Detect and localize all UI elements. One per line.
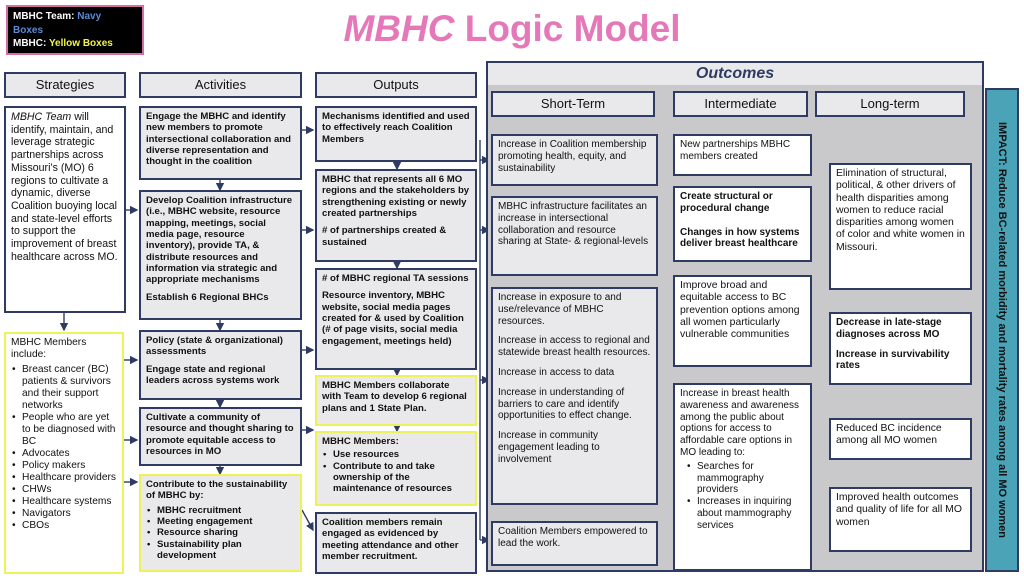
activity-engage-box: Engage the MBHC and identify new members… (139, 106, 302, 180)
long-term-disparities-box: Elimination of structural, political, & … (829, 163, 972, 290)
sustainability-list: MBHC recruitment Meeting engagement Reso… (146, 505, 295, 562)
output-mechanisms-box: Mechanisms identified and used to effect… (315, 106, 477, 162)
list-item: Healthcare systems (11, 496, 117, 508)
list-item: Contribute to and take ownership of the … (322, 461, 470, 495)
short-term-infrastructure-box: MBHC infrastructure facilitates an incre… (491, 196, 658, 276)
intermediate-awareness-box: Increase in breast health awareness and … (673, 383, 812, 571)
members-list: Breast cancer (BC) patients & survivors … (11, 364, 117, 532)
header-outputs: Outputs (315, 72, 477, 98)
output-collaborate-box: MBHC Members collaborate with Team to de… (315, 375, 477, 426)
strategy-team-box: MBHC Team will identify, maintain, and l… (4, 106, 126, 313)
list-item: CBOs (11, 520, 117, 532)
awareness-list: Searches for mammography providers Incre… (680, 461, 805, 532)
long-term-incidence-box: Reduced BC incidence among all MO women (829, 418, 972, 460)
list-item: Navigators (11, 508, 117, 520)
list-item: Meeting engagement (146, 516, 295, 528)
list-item: Resource sharing (146, 527, 295, 539)
legend: MBHC Team: Navy Boxes MBHC: Yellow Boxes (6, 5, 144, 55)
intermediate-access-box: Improve broad and equitable access to BC… (673, 275, 812, 367)
impact-text: IMPACT: Reduce BC-related morbidity and … (996, 121, 1008, 539)
output-members-box: MBHC Members: Use resources Contribute t… (315, 431, 477, 506)
long-term-outcomes-box: Improved health outcomes and quality of … (829, 487, 972, 552)
header-strategies: Strategies (4, 72, 126, 98)
outcomes-header-band (488, 63, 982, 85)
page-title: MBHC Logic Model (343, 8, 681, 49)
short-term-access-box: Increase in exposure to and use/relevanc… (491, 287, 658, 505)
legend-team-line: MBHC Team: Navy Boxes (13, 11, 102, 36)
header-activities: Activities (139, 72, 302, 98)
short-term-empowered-box: Coalition Members empowered to lead the … (491, 521, 658, 566)
legend-members-line: MBHC: Yellow Boxes (13, 38, 113, 49)
output-engaged-box: Coalition members remain engaged as evid… (315, 512, 477, 574)
list-item: Increases in inquiring about mammography… (686, 496, 805, 531)
list-item: People who are yet to be diagnosed with … (11, 412, 117, 448)
header-intermediate: Intermediate (673, 91, 808, 117)
list-item: CHWs (11, 484, 117, 496)
header-long-term: Long-term (815, 91, 965, 117)
list-item: Breast cancer (BC) patients & survivors … (11, 364, 117, 412)
impact-bar: IMPACT: Reduce BC-related morbidity and … (985, 88, 1019, 572)
activity-policy-box: Policy (state & organizational) assessme… (139, 330, 302, 400)
strategy-members-box: MBHC Members include: Breast cancer (BC)… (4, 332, 124, 574)
short-term-membership-box: Increase in Coalition membership promoti… (491, 134, 658, 186)
intermediate-partnerships-box: New partnerships MBHC members created (673, 134, 812, 176)
output-partnerships-box: MBHC that represents all 6 MO regions an… (315, 169, 477, 262)
list-item: Healthcare providers (11, 472, 117, 484)
header-short-term: Short-Term (491, 91, 655, 117)
output-ta-sessions-box: # of MBHC regional TA sessions Resource … (315, 268, 477, 370)
list-item: MBHC recruitment (146, 505, 295, 517)
list-item: Searches for mammography providers (686, 461, 805, 496)
long-term-diagnoses-box: Decrease in late-stage diagnoses across … (829, 312, 972, 385)
list-item: Use resources (322, 449, 470, 461)
outcomes-title: Outcomes (695, 65, 775, 82)
list-item: Policy makers (11, 460, 117, 472)
list-item: Advocates (11, 448, 117, 460)
activity-sustainability-box: Contribute to the sustainability of MBHC… (139, 474, 302, 572)
list-item: Sustainability plan development (146, 539, 295, 562)
activity-community-box: Cultivate a community of resource and th… (139, 407, 302, 466)
members-output-list: Use resources Contribute to and take own… (322, 449, 470, 494)
intermediate-change-box: Create structural or procedural change C… (673, 186, 812, 262)
activity-infrastructure-box: Develop Coalition infrastructure (i.e., … (139, 190, 302, 320)
